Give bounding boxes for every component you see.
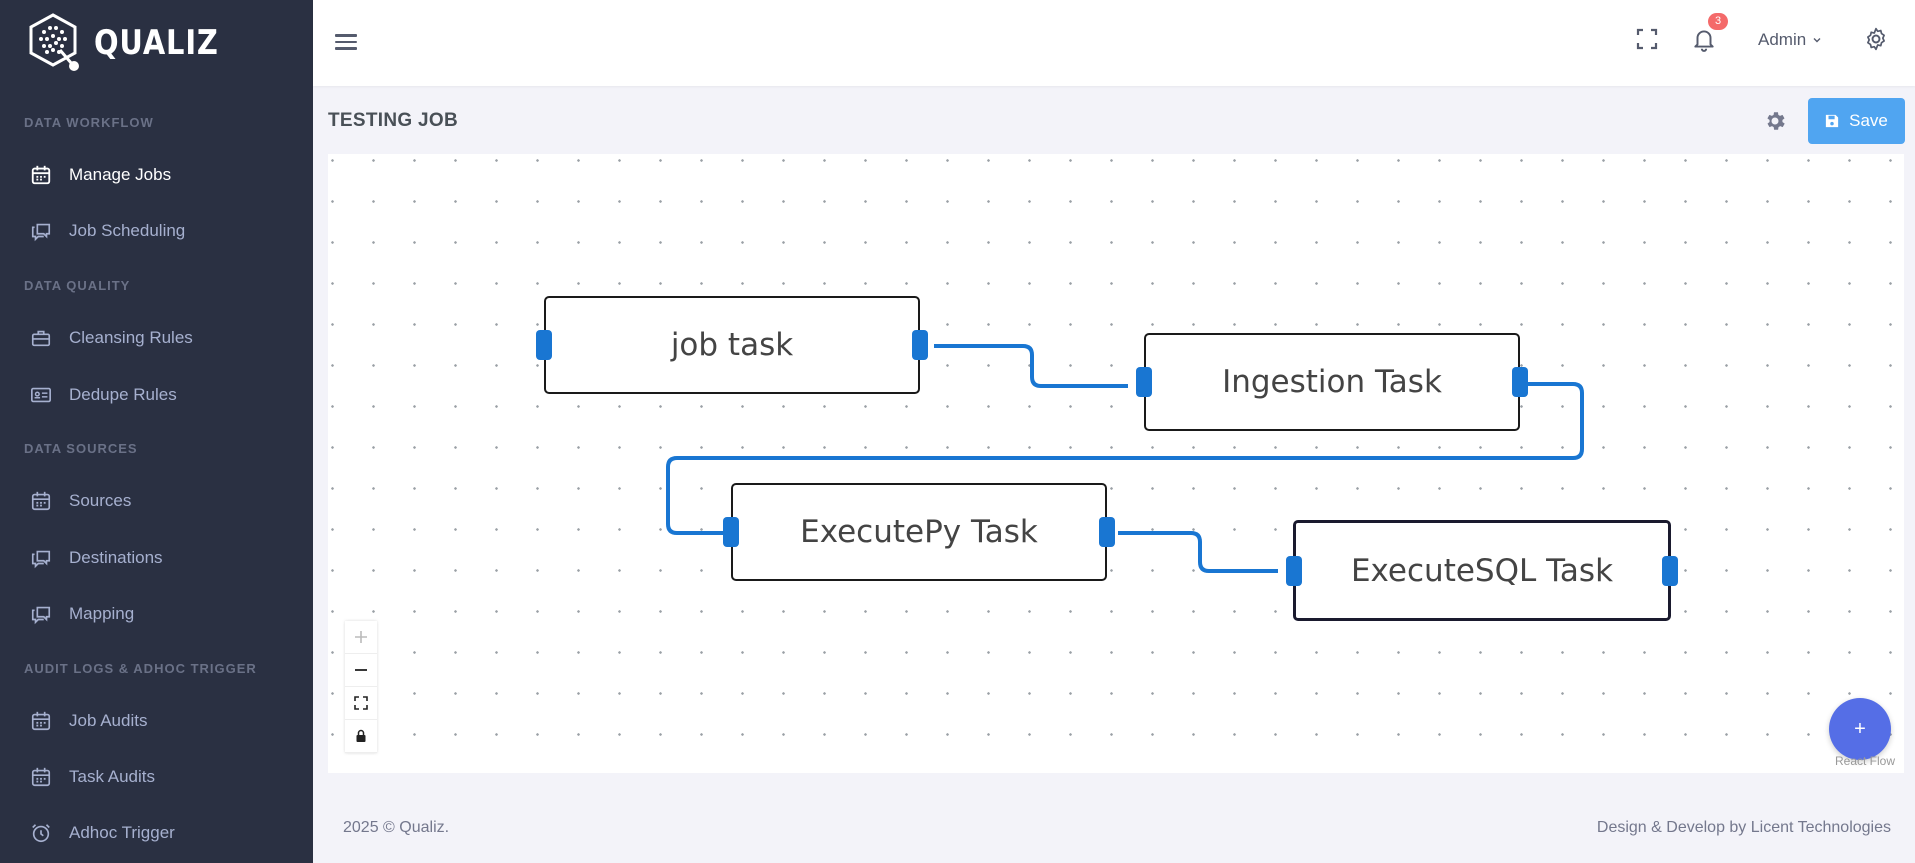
flow-node-executesql-task[interactable]: ExecuteSQL Task (1286, 520, 1678, 621)
footer-copyright: 2025 © Qualiz. (343, 819, 450, 836)
calendar-icon (30, 766, 52, 788)
briefcase-icon (30, 327, 52, 349)
fit-view-icon (354, 696, 368, 710)
footer-credit: Design & Develop by Licent Technologies (1596, 819, 1891, 836)
sidebar-item-label: Cleansing Rules (69, 328, 193, 347)
sidebar-item-task-audits[interactable]: Task Audits (30, 757, 155, 797)
flow-node-label: ExecutePy Task (800, 514, 1038, 550)
menu-toggle-icon[interactable] (335, 30, 357, 52)
node-output-handle[interactable] (1099, 517, 1115, 547)
section-audit-logs: AUDIT LOGS & ADHOC TRIGGER (24, 661, 257, 676)
flow-node-label: Ingestion Task (1222, 364, 1442, 400)
save-button[interactable]: Save (1808, 98, 1905, 144)
fullscreen-icon[interactable] (1635, 27, 1659, 51)
sidebar-item-label: Manage Jobs (69, 165, 172, 184)
user-menu[interactable]: Admin (1758, 30, 1822, 50)
bell-icon[interactable] (1691, 26, 1717, 52)
edge-job-to-ingestion (934, 344, 1128, 388)
sidebar-item-job-audits[interactable]: Job Audits (30, 701, 147, 741)
topbar: 3 Admin (313, 0, 1915, 86)
flow-edges (666, 344, 1584, 573)
sidebar-item-label: Destinations (69, 548, 163, 567)
calendar-icon (30, 490, 52, 512)
sidebar-item-mapping[interactable]: Mapping (30, 594, 134, 634)
react-flow-attribution[interactable]: React Flow (1835, 754, 1896, 768)
fit-view-button[interactable] (345, 687, 377, 720)
hexagon-logo-icon (29, 13, 79, 71)
page-title: TESTING JOB (328, 110, 458, 131)
sidebar-item-destinations[interactable]: Destinations (30, 538, 163, 578)
node-output-handle[interactable] (1512, 367, 1528, 397)
node-output-handle[interactable] (1662, 555, 1678, 586)
minus-icon (355, 669, 367, 671)
node-input-handle[interactable] (536, 330, 552, 360)
notification-badge: 3 (1708, 13, 1728, 30)
user-name: Admin (1758, 30, 1807, 49)
add-task-button[interactable]: + (1829, 698, 1891, 760)
sidebar-item-label: Sources (69, 491, 132, 510)
save-button-label: Save (1849, 111, 1888, 130)
edge-executepy-to-executesql (1118, 531, 1278, 573)
lock-toggle-button[interactable] (345, 720, 377, 753)
node-input-handle[interactable] (1286, 555, 1302, 586)
edge-ingestion-to-executepy (666, 382, 1584, 535)
chat-icon (30, 220, 52, 242)
lock-icon (356, 729, 366, 742)
chevron-down-icon (1813, 38, 1821, 43)
sidebar-item-cleansing-rules[interactable]: Cleansing Rules (30, 318, 193, 358)
sidebar-item-dedupe-rules[interactable]: Dedupe Rules (30, 375, 177, 415)
sidebar-item-label: Mapping (69, 604, 135, 623)
zoom-out-button[interactable] (345, 654, 377, 687)
node-input-handle[interactable] (723, 517, 739, 547)
sidebar-item-manage-jobs[interactable]: Manage Jobs (30, 155, 171, 195)
plus-icon (355, 631, 367, 643)
flow-node-ingestion-task[interactable]: Ingestion Task (1136, 333, 1528, 431)
flow-node-label: ExecuteSQL Task (1350, 552, 1614, 589)
calendar-icon (30, 710, 52, 732)
alarm-icon (30, 822, 52, 844)
section-data-sources: DATA SOURCES (24, 441, 138, 456)
sidebar-item-label: Job Scheduling (69, 221, 186, 240)
sidebar-item-label: Task Audits (69, 767, 155, 786)
node-output-handle[interactable] (912, 330, 928, 360)
zoom-in-button[interactable] (345, 621, 377, 654)
node-input-handle[interactable] (1136, 367, 1152, 397)
section-data-quality: DATA QUALITY (24, 278, 131, 293)
sidebar: QUALIZ DATA WORKFLOW Manage Jobs Job Sch… (0, 0, 313, 863)
flow-controls (345, 621, 377, 753)
flow-canvas[interactable]: job task Ingestion Task ExecutePy Task E… (328, 154, 1904, 773)
section-data-workflow: DATA WORKFLOW (24, 115, 154, 130)
flow-node-executepy-task[interactable]: ExecutePy Task (723, 483, 1115, 581)
brand-logo[interactable]: QUALIZ (28, 10, 241, 76)
floppy-disk-icon (1826, 114, 1839, 128)
sidebar-item-adhoc-trigger[interactable]: Adhoc Trigger (30, 813, 175, 853)
sidebar-item-label: Adhoc Trigger (69, 823, 175, 842)
job-settings-icon[interactable] (1763, 109, 1787, 133)
chat-icon (30, 603, 52, 625)
flow-node-job-task[interactable]: job task (536, 296, 928, 394)
id-card-icon (30, 384, 52, 406)
sidebar-item-label: Job Audits (69, 711, 148, 730)
sidebar-item-sources[interactable]: Sources (30, 481, 131, 521)
calendar-icon (30, 164, 52, 186)
chat-icon (30, 547, 52, 569)
sidebar-item-label: Dedupe Rules (69, 385, 177, 404)
sidebar-item-job-scheduling[interactable]: Job Scheduling (30, 211, 185, 251)
gear-icon[interactable] (1863, 26, 1889, 52)
flow-node-label: job task (670, 327, 794, 363)
brand-name: QUALIZ (94, 23, 219, 63)
